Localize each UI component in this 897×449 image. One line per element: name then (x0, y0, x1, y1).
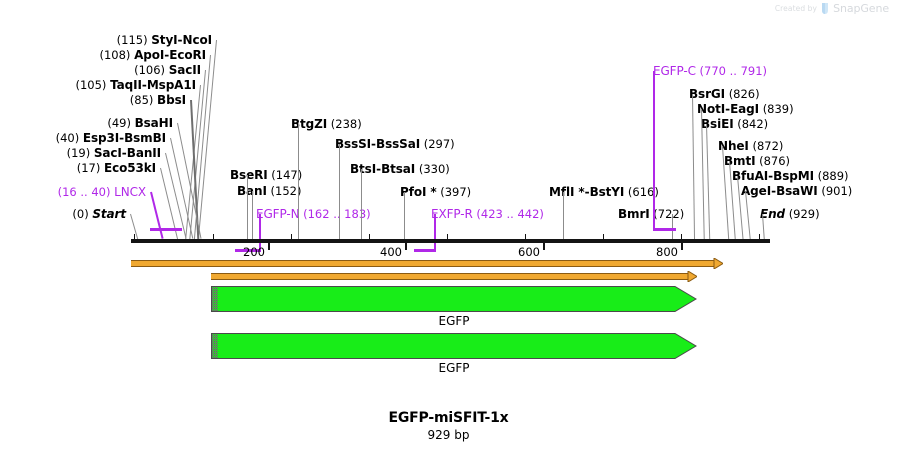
ruler-minor-tick (213, 234, 214, 239)
orange-feature-arrow-1[interactable] (131, 258, 723, 269)
leader-line-btsi (361, 169, 362, 241)
leader-line-bsiei (706, 123, 711, 241)
ruler-tick-label-200: 200 (243, 245, 265, 259)
cds-partial-end-hatch (212, 287, 218, 311)
orange-arrow-body (211, 273, 688, 280)
cds-feature-egfp-2[interactable] (211, 333, 697, 359)
primer-label-egfp-c[interactable]: EGFP-C (770 .. 791) (653, 64, 768, 78)
enzyme-label-apoi-ecori[interactable]: (108) ApoI-EcoRI (99, 48, 206, 62)
ruler-minor-tick (759, 234, 760, 239)
page-title: EGFP-miSFIT-1x (388, 410, 509, 426)
cds-partial-end-hatch (212, 334, 218, 358)
enzyme-label-noti-eagi[interactable]: NotI-EagI (839) (697, 102, 794, 116)
watermark-brand-label: SnapGene (833, 2, 889, 15)
watermark-created-by-label: Created by (774, 4, 818, 13)
ruler-major-tick-400 (405, 243, 407, 250)
ruler-major-tick-200 (268, 243, 270, 250)
primer-label-lncx[interactable]: (16 .. 40) LNCX (57, 185, 147, 199)
orange-arrow-head (713, 258, 723, 269)
enzyme-label-taqii-mspa1i[interactable]: (105) TaqII-MspA1I (75, 78, 196, 92)
enzyme-label-mfli-bstyi[interactable]: MflI *-BstYI (616) (549, 185, 659, 199)
enzyme-label-btsi-btsai[interactable]: BtsI-BtsaI (330) (350, 162, 450, 176)
cds-arrow-shape (211, 333, 697, 359)
ruler-tick-label-800: 800 (656, 245, 678, 259)
enzyme-label-bbsi[interactable]: (85) BbsI (129, 93, 186, 107)
enzyme-label-bsssi-bsssai[interactable]: BssSI-BssSaI (297) (335, 137, 455, 151)
ruler-minor-tick (291, 234, 292, 239)
primer-leader-lncx (150, 191, 164, 239)
leader-line-btgzi (298, 124, 299, 241)
leader-line-bsssi (339, 144, 340, 241)
snapgene-logo-icon (821, 3, 829, 14)
ruler-minor-tick (134, 234, 135, 239)
sequence-length-label: 929 bp (427, 428, 470, 442)
leader-line-bmri (672, 214, 673, 241)
primer-bracket-egfp-n (235, 249, 261, 252)
ruler-minor-tick (525, 234, 526, 239)
leader-line-bseri (247, 175, 248, 241)
orange-feature-arrow-2[interactable] (211, 271, 697, 282)
enzyme-label-bani[interactable]: BanI (152) (237, 184, 302, 198)
leader-line-mfli (563, 192, 564, 241)
leader-line-agei (745, 190, 751, 241)
primer-leader-egfp-n (259, 214, 261, 252)
enzyme-label-bfuai-bspmi[interactable]: BfuAI-BspMI (889) (732, 169, 849, 183)
primer-bracket-egfp-c (653, 228, 676, 231)
enzyme-label-btgzi[interactable]: BtgZI (238) (291, 117, 362, 131)
enzyme-label-eco53ki[interactable]: (17) Eco53kI (76, 161, 156, 175)
ruler-major-tick-600 (543, 243, 545, 250)
enzyme-label-bsiei[interactable]: BsiEI (842) (701, 117, 769, 131)
ruler-tick-label-600: 600 (518, 245, 540, 259)
snapgene-watermark: Created by SnapGene (775, 2, 889, 15)
ruler-major-tick-800 (681, 243, 683, 250)
enzyme-label-bmti[interactable]: BmtI (876) (724, 154, 791, 168)
orange-arrow-body (131, 260, 714, 267)
orange-arrow-head (687, 271, 697, 282)
terminal-label-start: (0) Start (72, 207, 126, 221)
ruler-minor-tick (603, 234, 604, 239)
enzyme-label-pfoi[interactable]: PfoI * (397) (400, 185, 472, 199)
leader-line-bsrgi (692, 93, 696, 241)
ruler-minor-tick (447, 234, 448, 239)
enzyme-label-styi-ncoi[interactable]: (115) StyI-NcoI (116, 33, 212, 47)
primer-label-egfp-n[interactable]: EGFP-N (162 .. 183) (256, 207, 371, 221)
enzyme-label-saci-banii[interactable]: (19) SacI-BanII (66, 146, 161, 160)
primer-bracket-lncx (150, 228, 182, 231)
primer-bracket-exfp-r (414, 249, 436, 252)
leader-line-pfoi (404, 192, 405, 241)
cds-label-egfp-2: EGFP (438, 361, 470, 375)
enzyme-label-bmri[interactable]: BmrI (722) (618, 207, 685, 221)
cds-arrow-shape (211, 286, 697, 312)
cds-feature-egfp-1[interactable] (211, 286, 697, 312)
ruler-minor-tick (681, 234, 682, 239)
enzyme-label-bsrgi[interactable]: BsrGI (826) (689, 87, 760, 101)
primer-leader-exfp-r (434, 214, 436, 252)
terminal-label-end: End (929) (760, 207, 820, 221)
enzyme-label-nhei[interactable]: NheI (872) (718, 139, 784, 153)
primer-leader-egfp-c (653, 71, 655, 229)
sequence-ruler-bar[interactable] (131, 239, 770, 243)
ruler-minor-tick (369, 234, 370, 239)
enzyme-label-agei-bsawi[interactable]: AgeI-BsaWI (901) (741, 184, 853, 198)
enzyme-label-bseri[interactable]: BseRI (147) (230, 168, 303, 182)
primer-label-exfp-r[interactable]: EXFP-R (423 .. 442) (431, 207, 544, 221)
cds-label-egfp-1: EGFP (438, 314, 470, 328)
ruler-tick-label-400: 400 (380, 245, 402, 259)
enzyme-label-esp3i-bsmbi[interactable]: (40) Esp3I-BsmBI (55, 131, 167, 145)
enzyme-label-bsahi[interactable]: (49) BsaHI (107, 116, 173, 130)
leader-line-bani (252, 191, 253, 241)
enzyme-label-sacii[interactable]: (106) SacII (134, 63, 201, 77)
